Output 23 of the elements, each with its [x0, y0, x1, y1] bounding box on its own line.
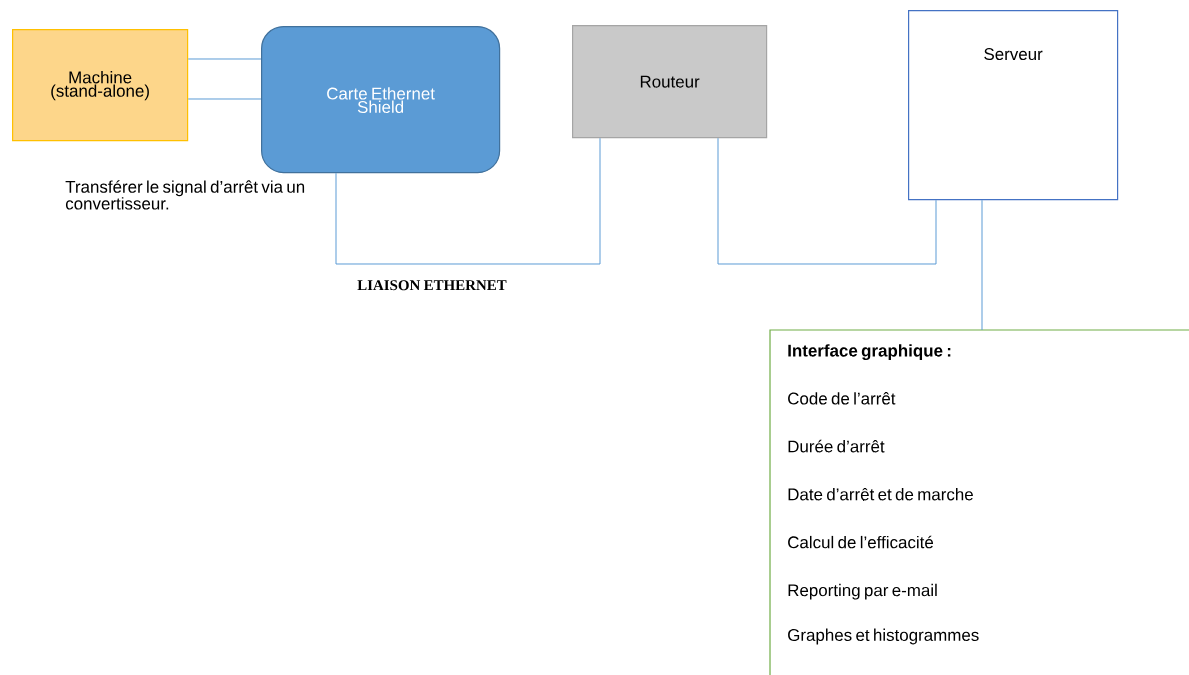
note-text: Transférer le signal d’arrêt via un convertisseur.	[65, 180, 305, 210]
list-item: Reporting par e-mail	[788, 583, 937, 600]
connector-line	[335, 137, 601, 265]
list-item: Code de l’arrêt	[788, 392, 896, 405]
connector-line	[981, 199, 983, 331]
node-label: Machine (stand-alone)	[51, 71, 149, 101]
list-item: Date d’arrêt et de marche	[788, 487, 973, 501]
list-item: Graphes et histogrammes	[788, 628, 979, 645]
machine-box	[12, 29, 189, 142]
router-box	[572, 25, 768, 139]
node-label: Serveur	[984, 48, 1043, 61]
node-label: Carte Ethernet Shield	[327, 87, 435, 114]
list-panel	[769, 329, 1189, 675]
board-box	[261, 26, 501, 174]
node-label: Routeur	[640, 75, 700, 88]
list-item: Calcul de l’efficacité	[788, 535, 934, 549]
server-box	[908, 10, 1119, 201]
connector-line	[187, 98, 262, 100]
connector-line	[717, 137, 937, 265]
list-item: Durée d’arrêt	[788, 439, 885, 453]
line-label: LIAISON ETHERNET	[357, 280, 507, 291]
list-heading: Interface graphique :	[788, 344, 951, 361]
connector-line	[187, 58, 262, 60]
